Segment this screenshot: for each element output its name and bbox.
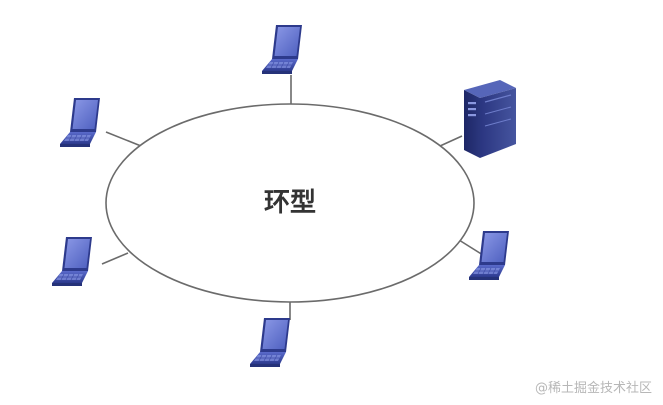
server-icon — [464, 80, 516, 158]
link-upper-right — [439, 135, 463, 147]
laptop-lower-right-icon — [468, 230, 510, 281]
ring-label: 环型 — [264, 188, 316, 218]
link-lower-right — [458, 239, 484, 256]
link-lower-left — [101, 252, 129, 265]
laptop-lower-left-icon — [51, 236, 93, 287]
ring — [105, 103, 475, 303]
laptop-top-icon — [261, 24, 303, 75]
laptop-bottom-icon — [249, 317, 291, 368]
watermark: @稀土掘金技术社区 — [535, 380, 652, 396]
laptop-upper-left-icon — [59, 97, 101, 148]
link-upper-left — [105, 131, 142, 147]
ring-links — [101, 75, 484, 320]
